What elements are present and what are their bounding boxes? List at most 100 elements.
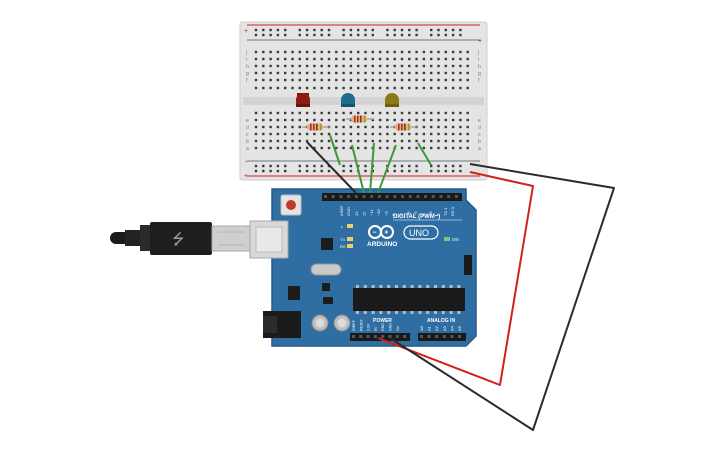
breadboard-hole [298,132,301,136]
breadboard-hole [386,71,389,75]
breadboard-hole [305,132,309,136]
breadboard-hole [349,125,353,129]
breadboard-hole [459,78,462,82]
breadboard-hole [422,50,426,54]
breadboard-hole [430,169,433,173]
breadboard-hole [349,78,353,82]
breadboard-center-channel [243,97,484,105]
led-yellow[interactable] [385,93,399,107]
breadboard-hole [415,28,418,32]
breadboard-hole [430,64,433,68]
breadboard-hole [276,78,280,82]
breadboard-hole [298,111,301,115]
rail-plus-label: + [244,173,248,180]
wire-green-5[interactable] [417,142,432,166]
breadboard-hole [437,28,440,32]
led-blue[interactable] [341,93,355,107]
breadboard-hole [357,86,360,90]
breadboard-hole [349,28,353,32]
breadboard-hole [371,33,374,37]
analog-pin-label: A4 [449,325,454,331]
breadboard-hole [451,86,455,90]
wire-green-3[interactable] [369,142,375,194]
wire-green-2[interactable] [351,144,365,194]
breadboard-hole [269,146,272,150]
led-red[interactable] [296,93,310,107]
analog-header[interactable] [418,333,466,341]
wire-green-1[interactable] [329,134,341,166]
digital-pin-label: 7 [398,213,403,216]
breadboard-hole [313,118,316,122]
breadboard-hole [400,28,404,32]
breadboard-hole [276,118,280,122]
row-letter: d [246,125,249,131]
breadboard-hole [305,71,309,75]
breadboard-hole [254,86,258,90]
breadboard-hole [378,146,382,150]
breadboard-hole [364,33,367,37]
breadboard-hole [305,64,309,68]
resistor-2[interactable] [346,115,374,123]
power-header[interactable] [350,333,410,341]
power-pin-label: 3.3V [367,323,371,331]
breadboard-hole [408,78,411,82]
breadboard-hole [320,86,323,90]
row-letter: g [478,71,481,77]
breadboard-hole [415,169,418,173]
resistor-1[interactable] [302,123,330,131]
breadboard-hole [298,50,301,54]
breadboard-hole [327,64,331,68]
usb-cable[interactable]: ⭍ [110,222,251,255]
breadboard-hole [313,164,316,168]
breadboard-hole [357,146,360,150]
breadboard-hole [291,132,294,136]
resistor-3[interactable] [390,123,418,131]
usb-icon: ⭍ [172,231,185,248]
breadboard-hole [466,86,469,90]
breadboard-hole [327,169,331,173]
breadboard-hole [466,50,469,54]
breadboard-hole [466,78,469,82]
breadboard-hole [298,71,301,75]
breadboard-hole [357,71,360,75]
breadboard-hole [262,78,265,82]
breadboard-hole [400,78,404,82]
breadboard-hole [437,86,440,90]
breadboard-hole [415,111,418,115]
row-letter: i [478,57,479,63]
breadboard-hole [335,57,338,61]
breadboard-hole [284,78,287,82]
breadboard-hole [451,71,455,75]
breadboard-hole [437,111,440,115]
wire-red-5v[interactable] [377,171,534,386]
row-letter: e [246,118,249,124]
breadboard-hole [386,118,389,122]
breadboard-hole [284,64,287,68]
analog-pin-label: A0 [419,325,424,331]
breadboard-hole [386,146,389,150]
breadboard-hole [313,111,316,115]
logo-text: ARDUINO [367,241,397,248]
breadboard-hole [400,71,404,75]
wire-black-gnd[interactable] [389,163,615,431]
digital-pin-label: 8 [391,213,396,216]
breadboard-hole [371,118,374,122]
breadboard-hole [422,71,426,75]
row-letter: b [246,139,249,145]
breadboard-hole [327,28,331,32]
breadboard-hole [342,164,345,168]
wire-black-gnd-to-breadboard[interactable] [306,141,357,194]
breadboard-hole [393,132,396,136]
breadboard-hole [422,139,426,143]
breadboard-hole [254,164,258,168]
wire-green-4[interactable] [377,144,397,194]
digital-label: DIGITAL (PWM~) [393,214,440,220]
breadboard-hole [459,86,462,90]
breadboard-hole [357,57,360,61]
breadboard-hole [320,64,323,68]
breadboard-hole [371,132,374,136]
digital-header[interactable] [322,193,462,201]
breadboard-hole [437,139,440,143]
